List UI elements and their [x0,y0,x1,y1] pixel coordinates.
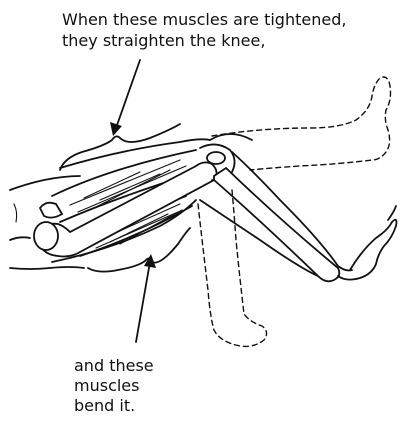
foot [338,206,397,280]
arrow-to-front-muscles [110,60,140,136]
lower-leg [200,152,352,281]
straight-leg-outline [212,77,391,170]
arrow-to-back-muscles [136,254,156,342]
